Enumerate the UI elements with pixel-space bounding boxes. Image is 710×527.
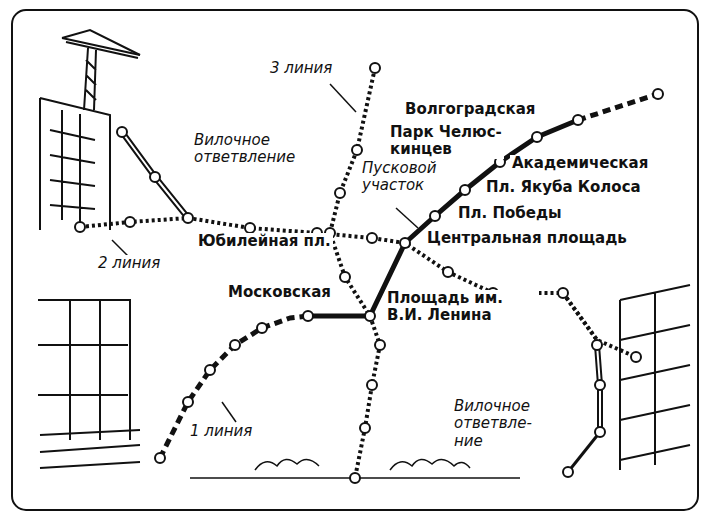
station-circle [75, 222, 85, 232]
leader-line [112, 84, 418, 422]
line-label: 3 линия [268, 60, 334, 77]
station-circle [117, 127, 127, 137]
station-circle [375, 340, 385, 350]
metro-line-1 [160, 316, 308, 458]
station-circle [595, 427, 605, 437]
station-circle [245, 223, 255, 233]
station-circle [125, 217, 135, 227]
stations [75, 63, 663, 483]
station-circle [150, 172, 160, 182]
building [38, 300, 140, 468]
station-label: Академическая [510, 155, 650, 172]
station-label: Центральная площадь [425, 230, 629, 247]
station-circle [653, 89, 663, 99]
station-circle [631, 352, 641, 362]
station-label: Волгоградская [403, 101, 538, 118]
metro-lines [80, 68, 658, 478]
station-circle [370, 63, 380, 73]
station-circle [400, 238, 410, 248]
station-circle [340, 272, 350, 282]
metro-line-2 [80, 218, 636, 357]
line-label: Вилочное ответвле- ние [452, 398, 566, 450]
station-circle [230, 340, 240, 350]
station-label: Парк Челюс- кинцев [388, 124, 504, 159]
station-circle [367, 233, 377, 243]
crane [62, 30, 140, 110]
fork-branch [122, 132, 188, 218]
metro-line-1 [578, 94, 658, 120]
station-circle [430, 211, 440, 221]
station-circle [532, 132, 542, 142]
station-circle [495, 157, 505, 167]
station-circle [350, 473, 360, 483]
station-circle [205, 365, 215, 375]
building [620, 285, 690, 470]
line-label: 1 линия [188, 423, 254, 440]
station-circle [558, 288, 568, 298]
fork-branch [568, 432, 600, 472]
station-circle [155, 453, 165, 463]
metro-line-3 [330, 68, 380, 478]
fork-branch [563, 293, 597, 340]
station-label: Московская [226, 284, 333, 301]
station-circle [595, 380, 605, 390]
station-circle [365, 311, 375, 321]
station-label: Пл. Победы [456, 205, 564, 222]
fork-branch [122, 132, 188, 218]
station-label: Пл. Якуба Колоса [484, 179, 643, 196]
station-circle [563, 467, 573, 477]
station-circle [360, 423, 370, 433]
station-circle [183, 397, 193, 407]
station-circle [443, 267, 453, 277]
line-label: Вилочное ответвление [192, 132, 316, 167]
station-circle [183, 213, 193, 223]
station-circle [460, 185, 470, 195]
station-circle [352, 145, 362, 155]
line-label: Пусковой участок [360, 160, 454, 195]
station-circle [592, 340, 602, 350]
station-label: Площадь им. В.И. Ленина [385, 290, 539, 325]
metro-line-1 [308, 120, 578, 316]
station-label: Юбилейная пл. [196, 233, 333, 250]
frame [12, 10, 698, 510]
line-label: 2 линия [96, 255, 162, 272]
station-circle [335, 188, 345, 198]
building [40, 98, 110, 230]
station-circle [257, 323, 267, 333]
station-circle [573, 115, 583, 125]
station-circle [303, 311, 313, 321]
station-circle [367, 380, 377, 390]
